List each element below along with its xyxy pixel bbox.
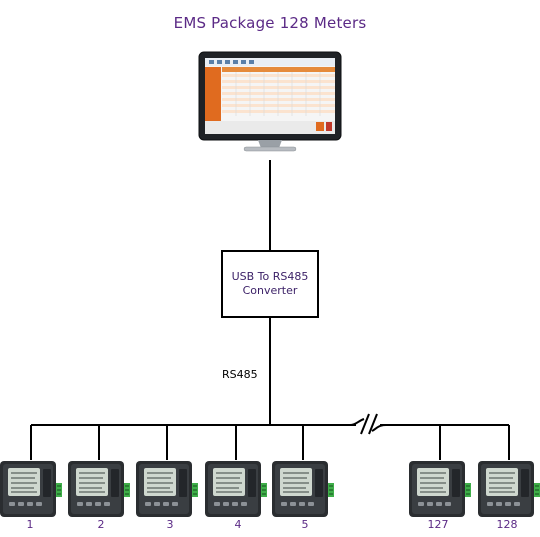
- power-meter-icon: [271, 460, 335, 518]
- meter-label: 1: [26, 518, 34, 531]
- meter-label: 2: [97, 518, 105, 531]
- wiring: [30, 160, 510, 460]
- meter-label: 4: [234, 518, 242, 531]
- meter-label: 3: [166, 518, 174, 531]
- converter-line1: USB To RS485: [231, 270, 309, 283]
- meter-label: 5: [301, 518, 309, 531]
- power-meter-icon: [0, 460, 63, 518]
- converter-line2: Converter: [242, 284, 298, 297]
- usb-rs485-converter: USB To RS485 Converter: [221, 250, 319, 318]
- power-meter-icon: [135, 460, 199, 518]
- power-meter-icon: [408, 460, 472, 518]
- break-symbol-icon: [349, 413, 387, 435]
- power-meter-icon: [67, 460, 131, 518]
- meter-label: 127: [427, 518, 449, 531]
- computer-monitor-icon: [198, 51, 342, 152]
- page-title: EMS Package 128 Meters: [173, 14, 367, 32]
- bus-label: RS485: [222, 368, 258, 381]
- power-meter-icon: [477, 460, 540, 518]
- meter-label: 128: [496, 518, 518, 531]
- power-meter-icon: [204, 460, 268, 518]
